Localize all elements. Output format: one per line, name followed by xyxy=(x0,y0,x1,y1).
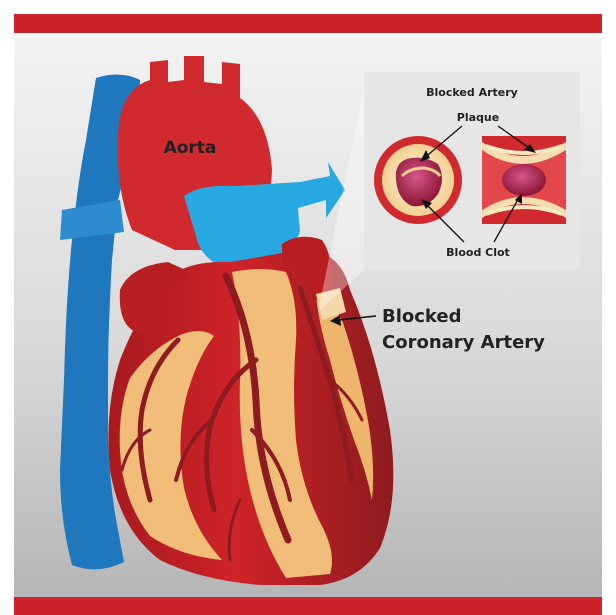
aorta-label: Aorta xyxy=(164,138,217,158)
plaque-label: Plaque xyxy=(457,111,499,124)
blocked-coronary-label-line1: Blocked xyxy=(382,306,462,327)
blocked-coronary-label-line2: Coronary Artery xyxy=(382,332,545,353)
top-frame-bar xyxy=(14,14,602,33)
inset-panel: Blocked Artery Plaque Blood Clot xyxy=(364,72,580,270)
bottom-frame-bar xyxy=(14,597,602,615)
blood-clot-label: Blood Clot xyxy=(446,246,510,259)
inset-title: Blocked Artery xyxy=(426,86,518,99)
